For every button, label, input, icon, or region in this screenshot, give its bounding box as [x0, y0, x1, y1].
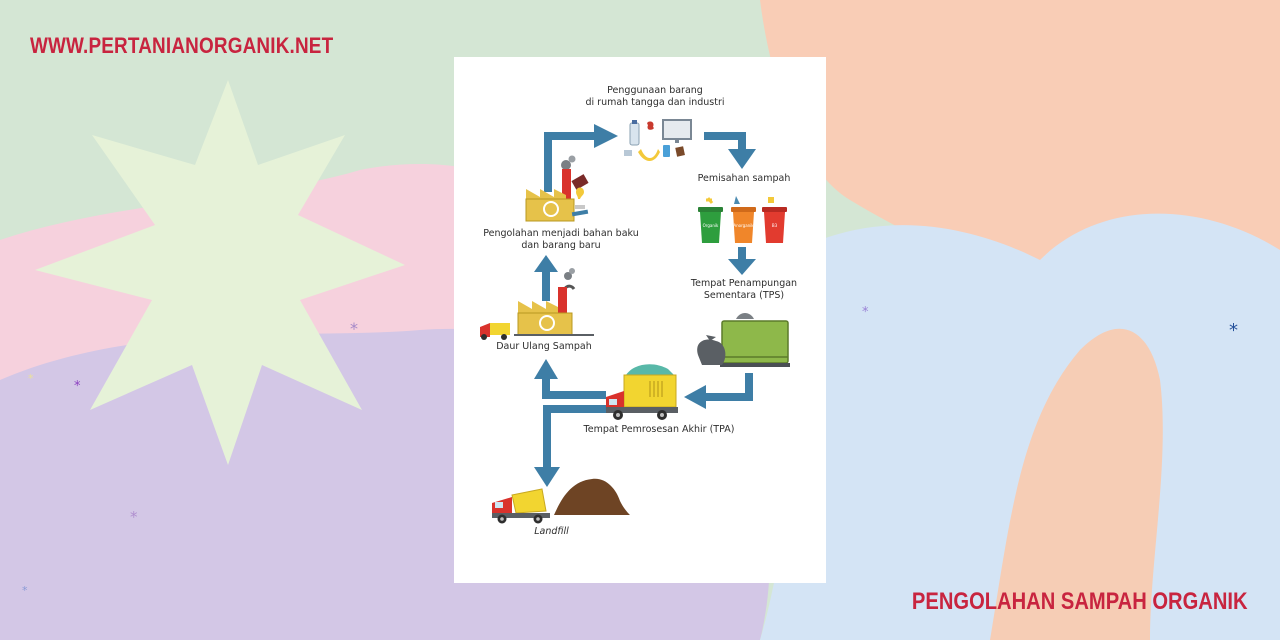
step-tpa-label: Tempat Pemrosesan Akhir (TPA)	[583, 424, 735, 435]
sun-burst	[35, 80, 405, 465]
arrow-tpa-to-landfill	[543, 405, 606, 467]
flow-arrows	[542, 132, 753, 467]
svg-text:*: *	[1229, 320, 1238, 341]
step-processing-label: Pengolahan menjadi bahan baku dan barang…	[483, 228, 639, 251]
arrow-usage-to-separation	[704, 132, 746, 149]
svg-text:*: *	[130, 508, 138, 526]
page-title: PENGOLAHAN SAMPAH ORGANIK	[912, 588, 1248, 615]
step-separation-label: Pemisahan sampah	[697, 173, 791, 184]
soil-pile-icon	[554, 478, 630, 515]
svg-text:*: *	[22, 584, 28, 597]
peach-drip	[990, 328, 1163, 640]
step-usage-label: Penggunaan barang di rumah tangga dan in…	[585, 85, 725, 108]
svg-text:*: *	[28, 372, 34, 385]
landfill-truck-icon	[492, 488, 550, 524]
inorganic-bin: Anorganik	[731, 207, 756, 243]
tpa-dump-truck-icon	[606, 364, 678, 420]
step-recycle-label: Daur Ulang Sampah	[496, 341, 592, 352]
svg-text:B3: B3	[772, 223, 778, 228]
household-items-icon	[624, 119, 692, 162]
tps-container-icon	[697, 313, 790, 367]
svg-text:Organik: Organik	[703, 223, 719, 228]
arrow-tpa-to-recycle	[542, 379, 606, 399]
star-decoration: *	[350, 319, 358, 338]
arrow-tps-to-tpa	[706, 373, 753, 401]
svg-text:Anorganik: Anorganik	[733, 223, 754, 228]
arrow-processing-to-usage	[544, 132, 594, 192]
sorting-bins-icon: Organik Anorganik B3	[698, 196, 787, 243]
organic-bin: Organik	[698, 207, 723, 243]
recycling-flow-diagram: Organik Anorganik B3	[480, 119, 790, 524]
site-url[interactable]: WWW.PERTANIANORGANIK.NET	[30, 33, 334, 58]
arrow-heads	[534, 124, 756, 487]
svg-text:*: *	[74, 379, 81, 394]
step-landfill-label: Landfill	[534, 526, 569, 537]
infographic-card: Organik Anorganik B3	[454, 57, 826, 583]
hazardous-bin: B3	[762, 207, 787, 243]
processing-factory-icon	[525, 155, 589, 222]
svg-text:*: *	[862, 305, 869, 320]
recycling-factory-icon	[480, 268, 594, 340]
step-tps-label: Tempat Penampungan Sementara (TPS)	[690, 278, 798, 301]
